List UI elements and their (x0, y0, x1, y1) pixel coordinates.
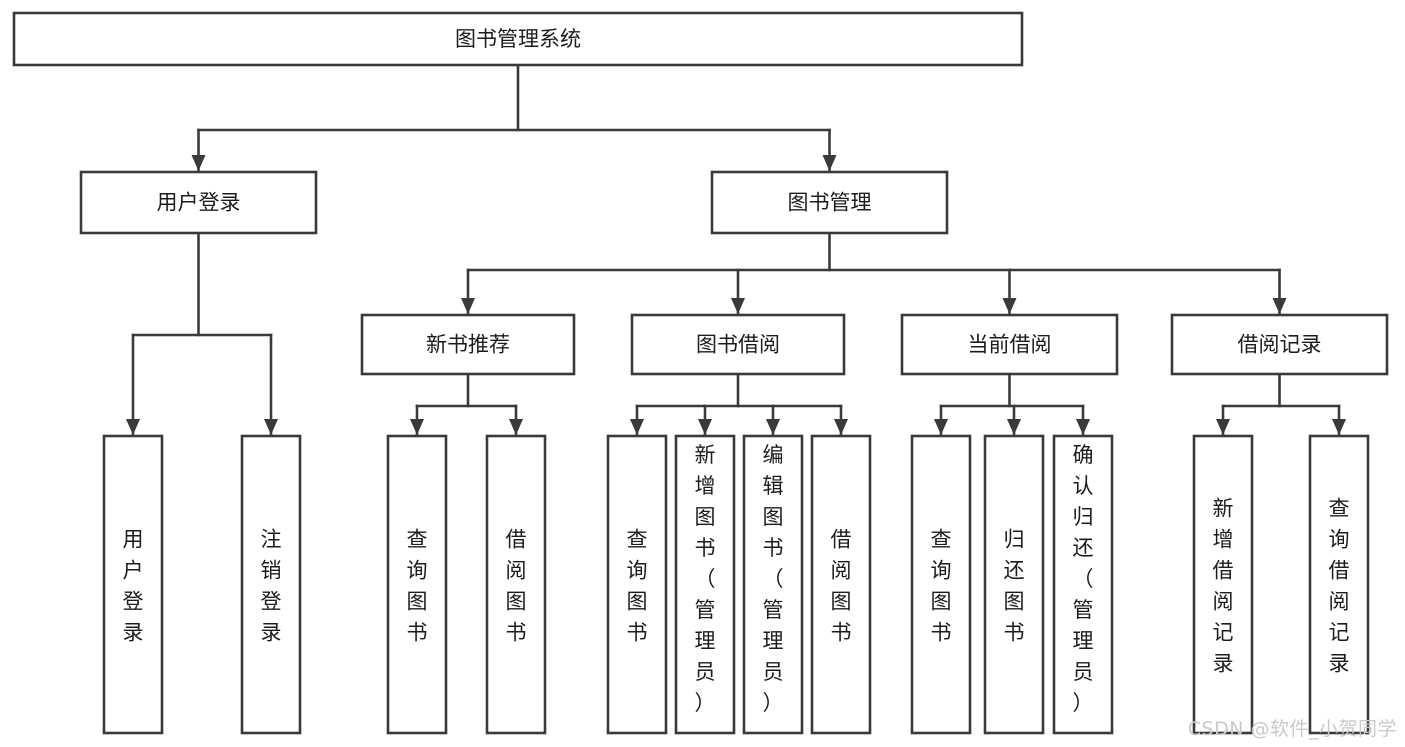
node-label: 编辑图书（管理员） (763, 443, 784, 715)
node-leaf[interactable]: 用户登录 (102, 434, 164, 735)
arrow-head-icon (731, 298, 745, 314)
arrow-head-icon (410, 419, 424, 435)
node-label: 查询图书 (407, 528, 428, 645)
node-border (674, 434, 736, 735)
node-border (1052, 434, 1114, 735)
node-book-management[interactable]: 图书管理 (710, 170, 949, 235)
arrow-head-icon (191, 155, 206, 171)
node-root[interactable]: 图书管理系统 (12, 11, 1024, 67)
node-leaf[interactable]: 查询图书 (910, 434, 972, 735)
node-leaf[interactable]: 借阅图书 (810, 434, 872, 735)
node-border (710, 170, 949, 235)
arrow-head-icon (834, 419, 848, 435)
node-border (12, 11, 1024, 67)
node-layer: 图书管理系统用户登录图书管理用户登录注销登录新书推荐查询图书借阅图书图书借阅查询… (12, 11, 1389, 735)
node-border (900, 313, 1119, 376)
arrow-head-icon (461, 298, 475, 314)
node-leaf[interactable]: 借阅图书 (485, 434, 547, 735)
node-border (360, 313, 576, 376)
node-label: 用户登录 (157, 191, 241, 215)
node-leaf[interactable]: 注销登录 (240, 434, 302, 735)
arrow-head-icon (630, 419, 644, 435)
node-border (386, 434, 448, 735)
node-label: 查询借阅记录 (1329, 497, 1350, 676)
node-label: 用户登录 (123, 528, 144, 645)
node-label: 借阅图书 (831, 528, 852, 645)
node-border (742, 434, 804, 735)
node-label: 当前借阅 (968, 333, 1052, 357)
node-user-login[interactable]: 用户登录 (79, 170, 318, 235)
arrow-head-icon (1002, 298, 1017, 314)
node-category[interactable]: 借阅记录 (1170, 313, 1389, 376)
node-border (983, 434, 1045, 735)
node-label: 图书管理 (788, 191, 872, 215)
node-category[interactable]: 当前借阅 (900, 313, 1119, 376)
node-category[interactable]: 图书借阅 (630, 313, 846, 376)
arrow-head-icon (1216, 419, 1230, 435)
node-leaf[interactable]: 新增借阅记录 (1192, 434, 1254, 735)
arrow-head-icon (934, 419, 948, 435)
node-leaf[interactable]: 查询图书 (606, 434, 668, 735)
node-label: 图书借阅 (696, 333, 780, 357)
arrow-head-icon (1007, 419, 1021, 435)
arrow-head-icon (822, 155, 837, 171)
arrow-head-icon (1332, 419, 1346, 435)
node-leaf[interactable]: 编辑图书（管理员） (742, 434, 804, 735)
node-border (102, 434, 164, 735)
arrow-head-icon (1272, 298, 1287, 314)
arrow-head-icon (264, 419, 278, 435)
arrow-head-icon (1076, 419, 1090, 435)
node-leaf[interactable]: 查询借阅记录 (1308, 434, 1370, 735)
node-label: 借阅图书 (506, 528, 527, 645)
node-border (1170, 313, 1389, 376)
node-border (1192, 434, 1254, 735)
node-category[interactable]: 新书推荐 (360, 313, 576, 376)
node-label: 确认归还（管理员） (1073, 443, 1094, 715)
node-border (910, 434, 972, 735)
node-label: 新增图书（管理员） (695, 443, 716, 715)
arrow-head-icon (509, 419, 523, 435)
node-leaf[interactable]: 查询图书 (386, 434, 448, 735)
node-label: 归还图书 (1004, 528, 1025, 645)
node-border (810, 434, 872, 735)
node-label: 查询图书 (931, 528, 952, 645)
node-label: 新增借阅记录 (1213, 497, 1234, 676)
node-label: 注销登录 (261, 528, 282, 645)
node-border (630, 313, 846, 376)
node-leaf[interactable]: 归还图书 (983, 434, 1045, 735)
node-label: 查询图书 (627, 528, 648, 645)
node-border (606, 434, 668, 735)
node-label: 图书管理系统 (455, 27, 581, 51)
arrow-head-icon (766, 419, 780, 435)
node-leaf[interactable]: 确认归还（管理员） (1052, 434, 1114, 735)
node-border (79, 170, 318, 235)
node-border (240, 434, 302, 735)
csdn-watermark: CSDN @软件_小贺同学 (1187, 718, 1397, 740)
arrow-head-icon (126, 419, 140, 435)
arrow-head-icon (698, 419, 712, 435)
connector-layer (126, 63, 1346, 436)
node-label: 借阅记录 (1238, 333, 1322, 357)
node-leaf[interactable]: 新增图书（管理员） (674, 434, 736, 735)
node-label: 新书推荐 (426, 333, 510, 357)
node-border (485, 434, 547, 735)
node-border (1308, 434, 1370, 735)
